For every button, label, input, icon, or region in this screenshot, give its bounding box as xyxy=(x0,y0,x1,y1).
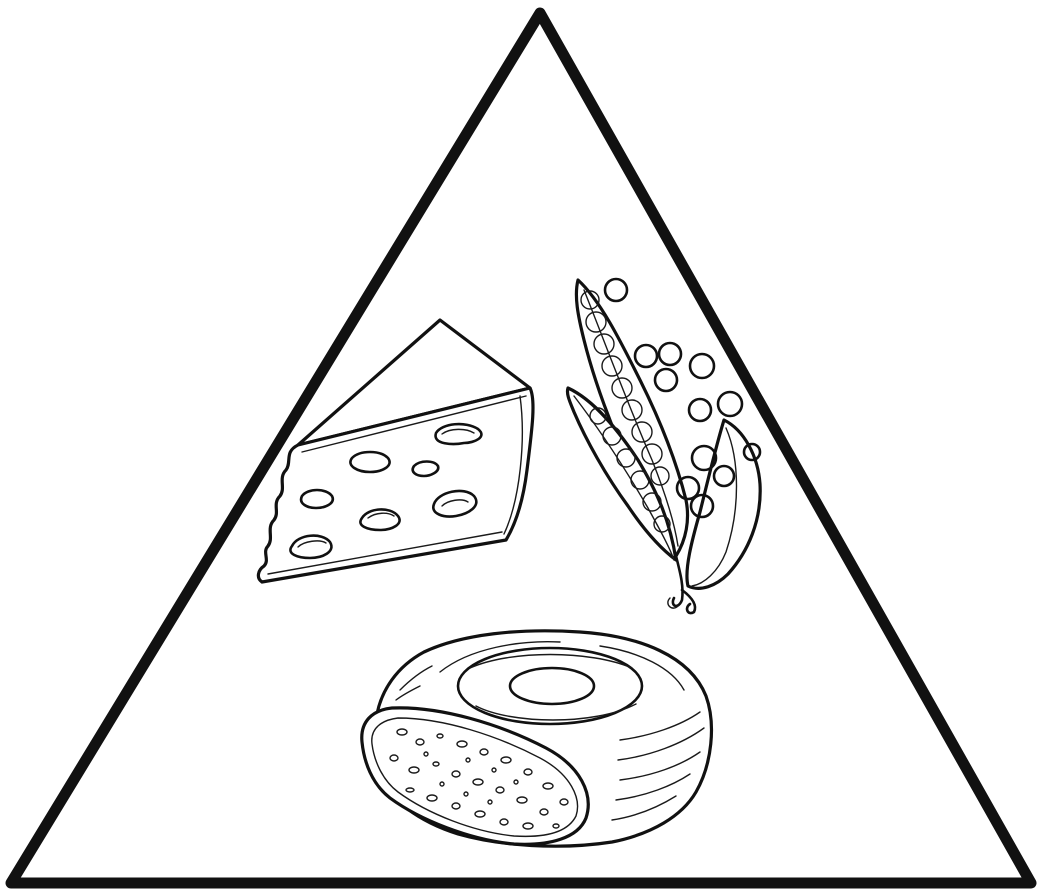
cheese-wedge-icon xyxy=(258,320,533,582)
bread-loaf-icon xyxy=(362,631,712,846)
